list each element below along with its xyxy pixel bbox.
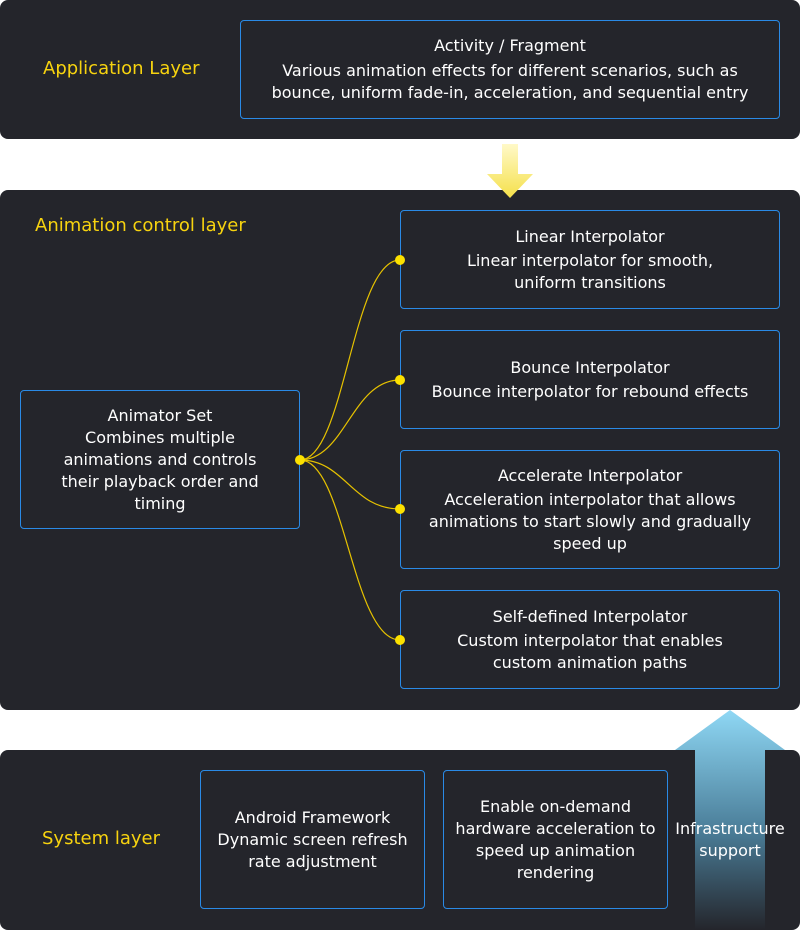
connector-self-defined [299, 459, 401, 641]
animator-set-title: Animator Set [107, 405, 213, 425]
application-layer-panel: Application Layer Activity / Fragment Va… [0, 0, 800, 139]
animation-control-layer-label: Animation control layer [35, 215, 246, 236]
accelerate-interpolator-desc: Acceleration interpolator that allows an… [428, 489, 752, 553]
animator-set-desc: Combines multiple animations and control… [61, 427, 259, 513]
infrastructure-support-text: Infrastructure support [675, 819, 785, 860]
bounce-interpolator-box: Bounce Interpolator Bounce interpolator … [400, 330, 780, 429]
linear-interpolator-desc: Linear interpolator for smooth, uniform … [466, 250, 714, 292]
connector-accelerate [299, 459, 401, 510]
animator-set-box: Animator Set Combines multiple animation… [20, 390, 300, 529]
hardware-acceleration-desc: Enable on-demand hardware acceleration t… [455, 796, 656, 882]
animation-control-layer-panel: Animation control layer Animator Set Com… [0, 190, 800, 710]
self-defined-interpolator-title: Self-defined Interpolator [492, 606, 688, 626]
connector-dot-self-defined [395, 635, 405, 645]
connector-linear [299, 259, 401, 461]
application-layer-label: Application Layer [43, 58, 200, 79]
accelerate-interpolator-box: Accelerate Interpolator Acceleration int… [400, 450, 780, 569]
accelerate-interpolator-title: Accelerate Interpolator [497, 465, 683, 485]
android-framework-desc: Dynamic screen refresh rate adjustment [217, 829, 408, 871]
android-framework-box: Android Framework Dynamic screen refresh… [200, 770, 425, 909]
connector-dot-linear [395, 255, 405, 265]
system-layer-label: System layer [42, 828, 161, 849]
bounce-interpolator-title: Bounce Interpolator [510, 357, 670, 377]
infrastructure-support-label: Infrastructure support [665, 800, 795, 880]
connector-dot-bounce [395, 375, 405, 385]
self-defined-interpolator-desc: Custom interpolator that enables custom … [457, 630, 723, 672]
linear-interpolator-title: Linear Interpolator [515, 226, 665, 246]
self-defined-interpolator-box: Self-defined Interpolator Custom interpo… [400, 590, 780, 689]
bounce-interpolator-desc: Bounce interpolator for rebound effects [431, 381, 749, 401]
android-framework-title: Android Framework [234, 807, 391, 827]
system-layer-panel: System layer Android Framework Dynamic s… [0, 750, 800, 930]
linear-interpolator-box: Linear Interpolator Linear interpolator … [400, 210, 780, 309]
connector-dot-start [295, 455, 305, 465]
activity-fragment-box: Activity / Fragment Various animation ef… [240, 20, 780, 119]
hardware-acceleration-box: Enable on-demand hardware acceleration t… [443, 770, 668, 909]
activity-fragment-desc: Various animation effects for different … [271, 61, 749, 102]
connector-dot-accelerate [395, 504, 405, 514]
activity-fragment-title: Activity / Fragment [434, 36, 586, 55]
connector-bounce [299, 379, 401, 461]
